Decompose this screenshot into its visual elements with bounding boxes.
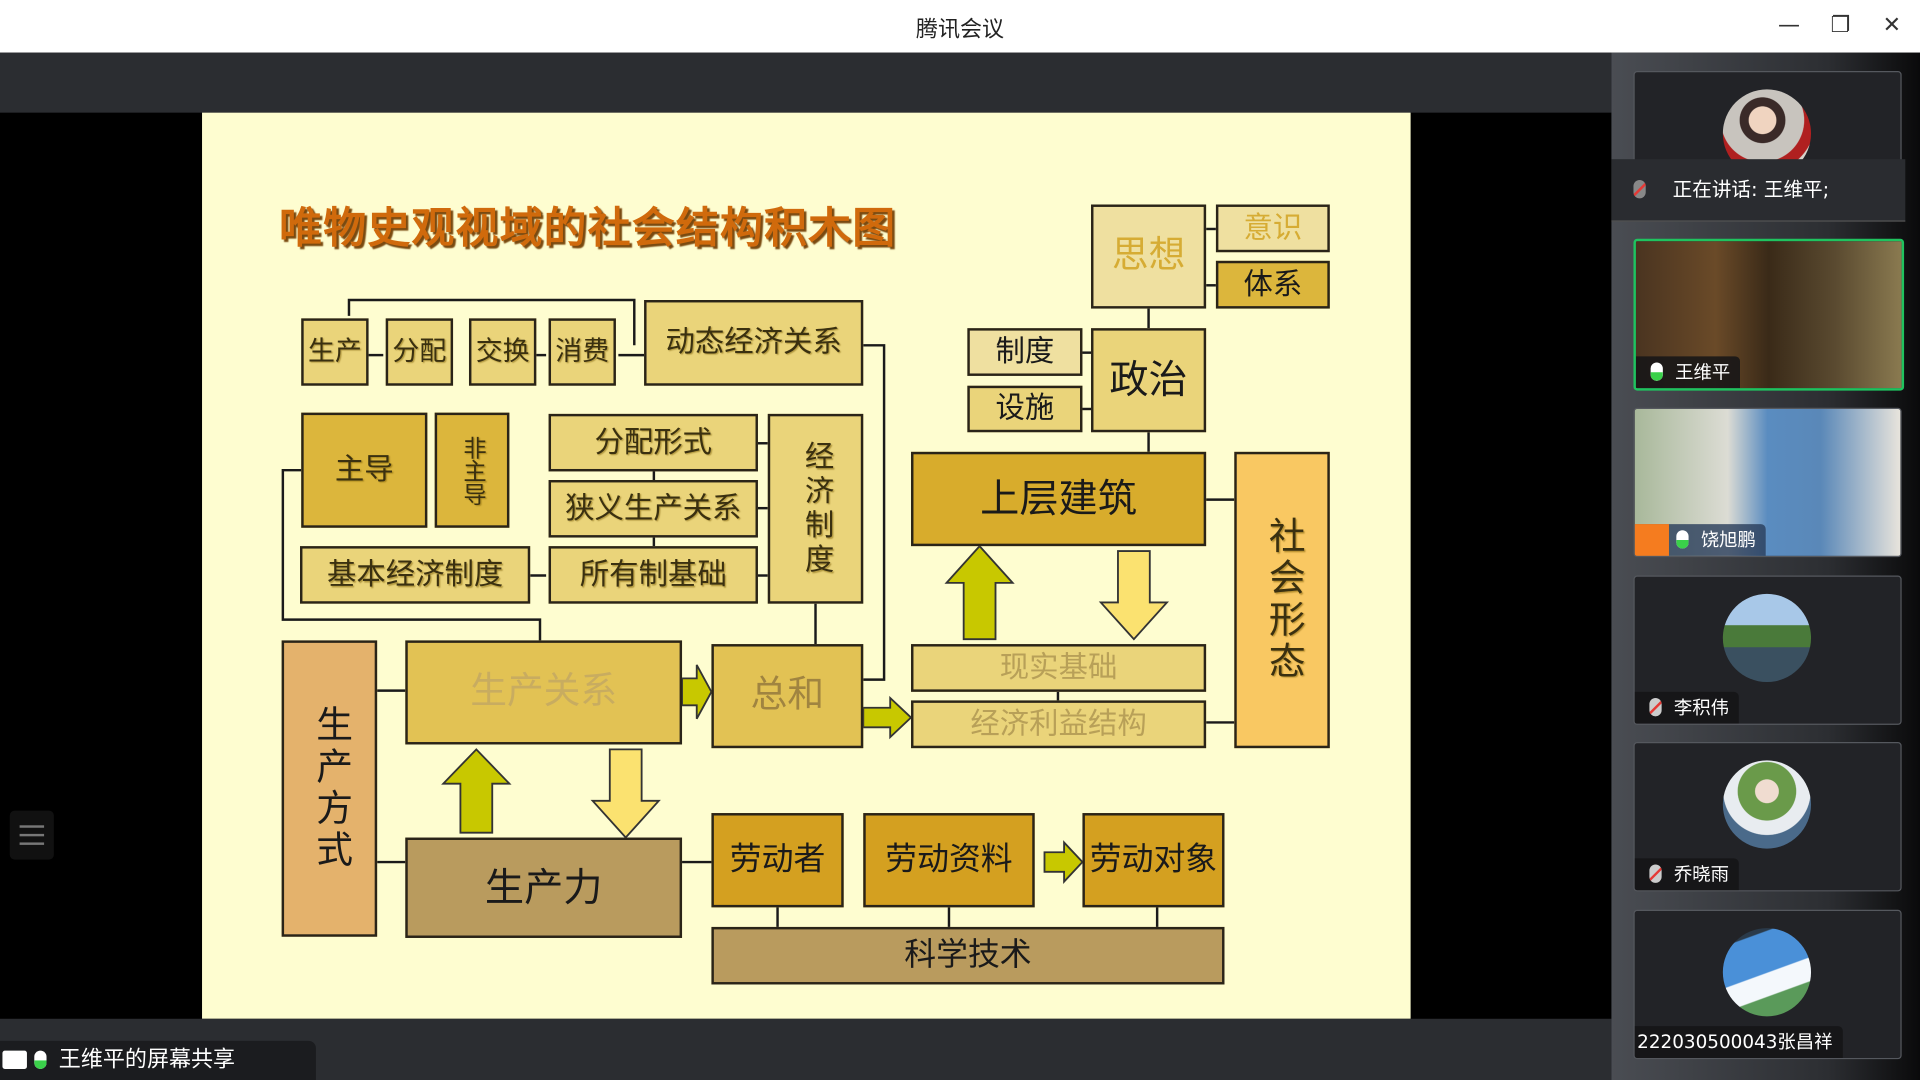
box-social-formation: 社会形态 bbox=[1234, 451, 1330, 749]
box-sum-total: 总和 bbox=[711, 644, 864, 749]
participant-tile[interactable]: 乔晓雨 bbox=[1633, 742, 1902, 892]
participant-name-tag: 饶旭鹏 bbox=[1634, 524, 1766, 556]
box-ownership-basis: 所有制基础 bbox=[548, 546, 758, 604]
box-mode-of-production: 生产方式 bbox=[281, 640, 378, 937]
participant-tile[interactable]: 222030500043张昌祥 bbox=[1633, 909, 1902, 1060]
speaking-indicator: 正在讲话: 王维平; bbox=[1611, 159, 1906, 222]
shared-slide: 唯物史观视域的社会结构积木图 生产 分配 交换 消费 动态经济关系 主导 非主导… bbox=[202, 112, 1411, 1019]
participant-name: 222030500043张昌祥 bbox=[1637, 1031, 1833, 1054]
box-science-technology: 科学技术 bbox=[711, 926, 1225, 985]
box-politics: 政治 bbox=[1091, 328, 1207, 433]
box-realistic-basis: 现实基础 bbox=[911, 644, 1207, 692]
mic-muted-icon bbox=[1633, 180, 1646, 199]
mic-muted-icon bbox=[1649, 864, 1662, 883]
participant-name-tag: 李积伟 bbox=[1634, 691, 1739, 724]
arrow-up-icon bbox=[441, 748, 512, 834]
list-menu-button[interactable] bbox=[9, 810, 54, 860]
participant-name: 王维平 bbox=[1675, 361, 1731, 384]
arrow-down-icon bbox=[1098, 550, 1170, 641]
host-icon bbox=[1634, 524, 1669, 556]
connector-lines bbox=[281, 227, 1235, 927]
participant-name-tag: 222030500043张昌祥 bbox=[1634, 1026, 1843, 1058]
box-production: 生产 bbox=[301, 318, 369, 386]
box-exchange: 交换 bbox=[468, 318, 537, 386]
box-economic-system: 经济制度 bbox=[767, 413, 864, 604]
window-title: 腾讯会议 bbox=[915, 17, 1005, 43]
participant-name-tag: 王维平 bbox=[1635, 356, 1741, 389]
top-toolbar bbox=[0, 52, 1612, 113]
box-dynamic-economic-relations: 动态经济关系 bbox=[644, 300, 864, 386]
box-consciousness: 意识 bbox=[1215, 204, 1330, 253]
participant-tile[interactable]: 王维平 bbox=[1633, 238, 1905, 391]
microphone-icon bbox=[1650, 362, 1663, 381]
box-superstructure: 上层建筑 bbox=[911, 451, 1207, 547]
box-distribution-form: 分配形式 bbox=[548, 413, 758, 472]
box-thought: 思想 bbox=[1091, 204, 1207, 309]
participant-name: 李积伟 bbox=[1673, 696, 1729, 719]
share-text: 王维平的屏幕共享 bbox=[58, 1046, 236, 1073]
box-dominant: 主导 bbox=[301, 412, 428, 528]
box-narrow-production-relations: 狭义生产关系 bbox=[548, 480, 758, 538]
screen-share-icon bbox=[2, 1050, 27, 1069]
minimize-button[interactable]: — bbox=[1777, 12, 1801, 38]
box-institution: 制度 bbox=[967, 328, 1083, 376]
participant-name: 乔晓雨 bbox=[1673, 863, 1729, 886]
box-production-relations: 生产关系 bbox=[405, 640, 683, 745]
arrow-right-icon bbox=[862, 695, 913, 740]
participant-tile[interactable]: 饶旭鹏 bbox=[1633, 407, 1902, 558]
screen-share-label: 王维平的屏幕共享 bbox=[0, 1040, 316, 1080]
microphone-icon bbox=[34, 1050, 47, 1069]
arrow-down-icon bbox=[590, 748, 661, 839]
arrows-layer bbox=[441, 544, 1170, 884]
avatar bbox=[1722, 593, 1812, 683]
box-objects-of-labor: 劳动对象 bbox=[1082, 813, 1225, 908]
title-bar: 腾讯会议 — ❐ ✕ bbox=[0, 0, 1920, 53]
participant-tile[interactable]: 李积伟 bbox=[1633, 575, 1902, 725]
participant-name: 饶旭鹏 bbox=[1700, 528, 1756, 552]
participant-panel bbox=[1611, 52, 1920, 1080]
close-button[interactable]: ✕ bbox=[1882, 12, 1902, 38]
box-non-dominant: 非主导 bbox=[434, 412, 510, 528]
box-economic-interest-structure: 经济利益结构 bbox=[911, 700, 1207, 749]
box-productive-forces: 生产力 bbox=[405, 837, 683, 938]
box-laborers: 劳动者 bbox=[711, 813, 844, 908]
arrow-right-icon bbox=[1043, 840, 1084, 884]
arrow-up-icon bbox=[944, 544, 1015, 641]
speaking-text: 正在讲话: 王维平; bbox=[1672, 177, 1830, 201]
microphone-icon bbox=[1676, 530, 1689, 549]
slide-title: 唯物史观视域的社会结构积木图 bbox=[279, 204, 897, 254]
avatar bbox=[1722, 760, 1812, 849]
restore-button[interactable]: ❐ bbox=[1830, 12, 1851, 38]
mic-muted-icon bbox=[1649, 697, 1662, 717]
avatar bbox=[1722, 928, 1812, 1017]
box-consumption: 消费 bbox=[548, 318, 616, 386]
box-distribution: 分配 bbox=[385, 318, 454, 386]
arrow-right-icon bbox=[681, 664, 713, 720]
box-system: 体系 bbox=[1215, 260, 1330, 309]
participant-name-tag: 乔晓雨 bbox=[1634, 858, 1739, 891]
box-basic-economic-system: 基本经济制度 bbox=[300, 546, 531, 604]
box-facilities: 设施 bbox=[967, 385, 1083, 433]
box-means-of-labor: 劳动资料 bbox=[863, 813, 1035, 908]
